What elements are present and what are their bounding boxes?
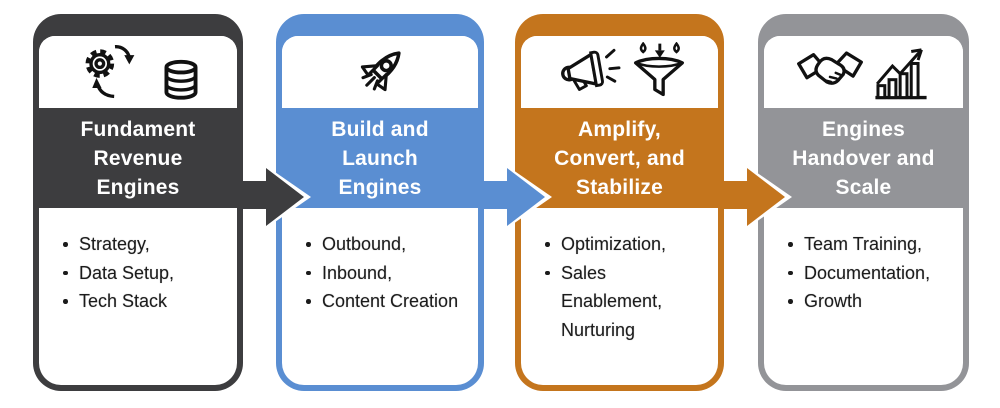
stage-icon-zone: [282, 36, 478, 108]
bullet-item: Documentation,: [788, 259, 945, 288]
gear-sync-icon: [85, 45, 134, 99]
stage-bullet-list: Optimization, Sales Enablement, Nurturin…: [521, 208, 718, 385]
database-icon: [164, 59, 197, 100]
arrow-body: [723, 168, 785, 226]
stage-bullet-list: Strategy, Data Setup, Tech Stack: [39, 208, 237, 385]
bullet-item: Data Setup,: [63, 259, 219, 288]
stage-title: Build and Launch Engines: [331, 117, 429, 199]
bullet-item: Outbound,: [306, 230, 460, 259]
funnel-icon: [634, 42, 684, 97]
handshake-icon: [797, 51, 863, 85]
stage-bullet-list: Team Training, Documentation, Growth: [764, 208, 963, 385]
flow-arrow-2: [483, 163, 552, 231]
stage-title: Engines Handover and Scale: [792, 117, 935, 199]
stage-icon-zone: [764, 36, 963, 108]
flow-arrow-1: [242, 163, 311, 231]
megaphone-icon: [561, 48, 621, 91]
stage-title-band: Fundament Revenue Engines: [39, 108, 237, 208]
stage-card-inner: Fundament Revenue Engines Strategy, Data…: [39, 36, 237, 385]
rocket-icon: [360, 51, 401, 92]
stage-title: Fundament Revenue Engines: [80, 117, 196, 199]
stage-card-amplify-convert: Amplify, Convert, and Stabilize Optimiza…: [515, 14, 724, 391]
bullet-item: Optimization,: [545, 230, 700, 259]
stage-title: Amplify, Convert, and Stabilize: [554, 117, 685, 199]
stage-title-band: Build and Launch Engines: [282, 108, 478, 208]
arrow-body: [483, 168, 545, 226]
bullet-item: Content Creation: [306, 287, 460, 316]
stage-icon-zone: [521, 36, 718, 108]
stage-bullet-list: Outbound, Inbound, Content Creation: [282, 208, 478, 385]
growth-chart-icon: [875, 48, 927, 100]
bullet-item: Tech Stack: [63, 287, 219, 316]
bullet-item: Team Training,: [788, 230, 945, 259]
stage-card-inner: Build and Launch Engines Outbound, Inbou…: [282, 36, 478, 385]
stage-card-build-launch: Build and Launch Engines Outbound, Inbou…: [276, 14, 484, 391]
stage-title-band: Engines Handover and Scale: [764, 108, 963, 208]
stage-card-inner: Engines Handover and Scale Team Training…: [764, 36, 963, 385]
bullet-item: Inbound,: [306, 259, 460, 288]
stage-icon-zone: [39, 36, 237, 108]
stage-title-band: Amplify, Convert, and Stabilize: [521, 108, 718, 208]
bullet-item: Sales Enablement, Nurturing: [545, 259, 700, 345]
flow-arrow-3: [723, 163, 792, 231]
stage-card-inner: Amplify, Convert, and Stabilize Optimiza…: [521, 36, 718, 385]
stage-card-foundation: Fundament Revenue Engines Strategy, Data…: [33, 14, 243, 391]
arrow-body: [242, 168, 304, 226]
stage-card-handover-scale: Engines Handover and Scale Team Training…: [758, 14, 969, 391]
bullet-item: Strategy,: [63, 230, 219, 259]
bullet-item: Growth: [788, 287, 945, 316]
